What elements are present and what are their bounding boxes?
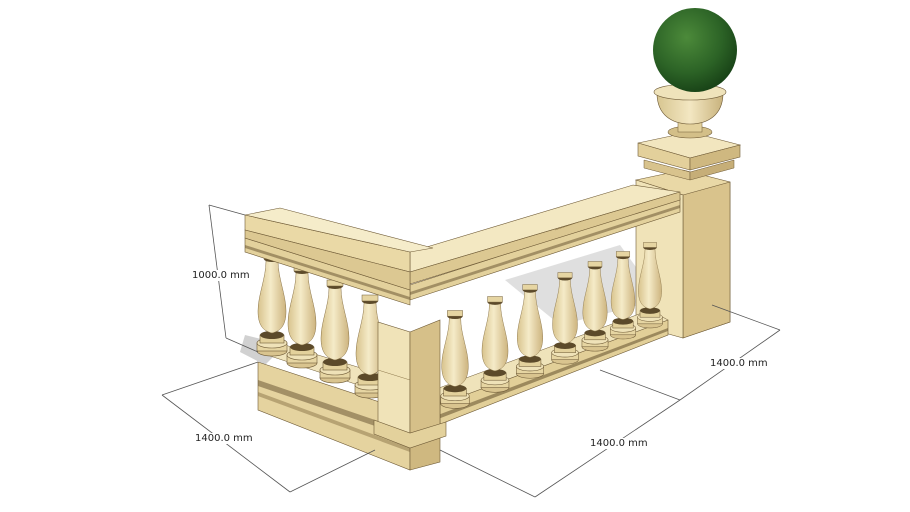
dimension-lines [161,204,781,498]
front-length-dimension-label: 1400.0 mm [589,438,649,449]
left-run [244,207,447,471]
urn-with-topiary [653,8,737,139]
left-depth-dimension-label: 1400.0 mm [194,433,254,444]
right-run [409,184,681,426]
right-depth-dimension-label: 1400.0 mm [709,358,769,369]
height-dimension-label: 1000.0 mm [191,270,251,281]
